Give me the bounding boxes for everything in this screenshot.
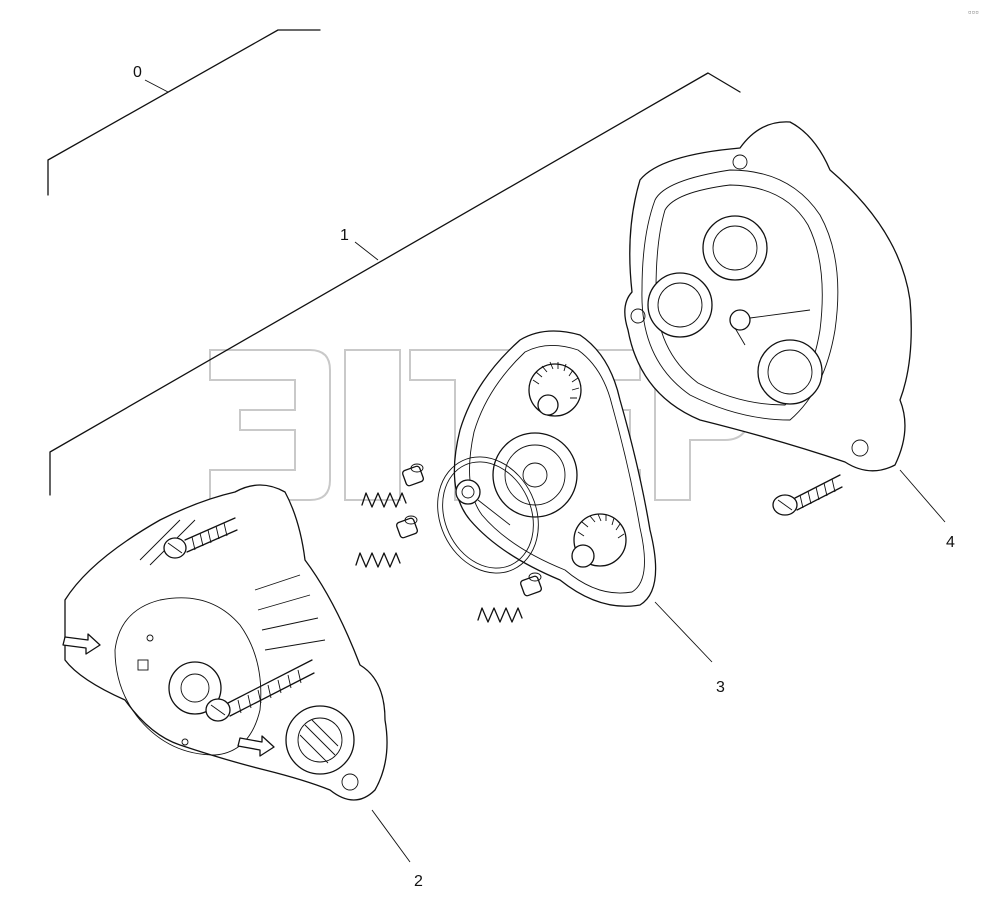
leader-4 (899, 469, 946, 523)
callout-label-4: 4 (946, 534, 955, 551)
callout-label-1: 1 (340, 227, 349, 244)
callout-label-2: 2 (414, 873, 423, 890)
leader-2 (371, 809, 411, 863)
callout-label-0: 0 (133, 64, 142, 81)
leader-3 (654, 601, 713, 663)
o-ring (437, 456, 539, 574)
part-rear-cover (624, 121, 912, 472)
flow-arrow-left-icon (62, 633, 101, 655)
callout-label-3: 3 (716, 679, 725, 696)
screw-4 (772, 474, 843, 516)
valve-springs (355, 463, 542, 623)
screws-2 (163, 517, 315, 722)
part-valve-plate (453, 330, 657, 607)
callout-bracket-0 (47, 29, 321, 196)
callout-bracket-1 (49, 72, 741, 496)
part-pump-housing (62, 484, 388, 801)
flow-arrow-right-icon (237, 735, 275, 757)
corner-mark: ▫▫▫ (968, 9, 979, 16)
